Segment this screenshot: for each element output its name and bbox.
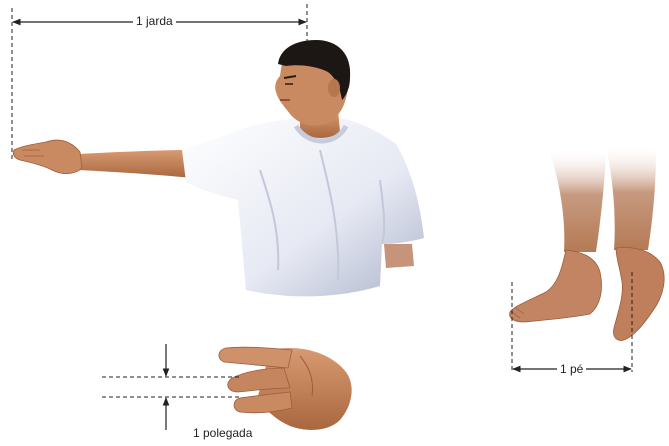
man-figure bbox=[13, 40, 424, 296]
foot-label: 1 pé bbox=[557, 362, 586, 376]
man-arm bbox=[78, 150, 192, 178]
left-leg bbox=[548, 147, 606, 252]
left-foot bbox=[510, 250, 602, 322]
index-finger bbox=[219, 347, 292, 368]
inch-label: 1 polegada bbox=[190, 426, 255, 440]
yard-label: 1 jarda bbox=[133, 14, 176, 28]
man-shirt bbox=[182, 118, 424, 296]
right-leg bbox=[606, 144, 656, 250]
thumb bbox=[234, 392, 292, 413]
man-hand bbox=[13, 140, 82, 173]
feet-figure bbox=[510, 144, 665, 340]
right-foot bbox=[613, 248, 664, 341]
hand-figure bbox=[219, 347, 352, 430]
